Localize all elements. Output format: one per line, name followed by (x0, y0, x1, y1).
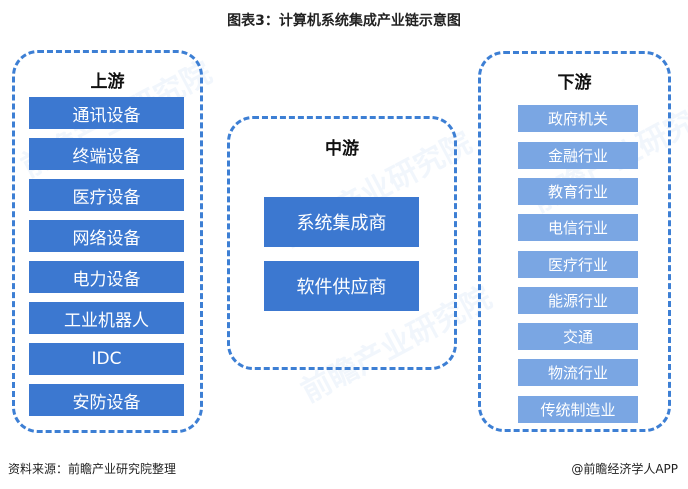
downstream-item: 医疗行业 (518, 251, 638, 278)
downstream-item: 政府机关 (518, 105, 638, 132)
downstream-item: 电信行业 (518, 214, 638, 241)
downstream-item: 能源行业 (518, 287, 638, 314)
figure-title: 图表3：计算机系统集成产业链示意图 (227, 13, 461, 29)
downstream-title: 下游 (557, 73, 592, 93)
upstream-item: 安防设备 (29, 384, 184, 416)
upstream-item: 工业机器人 (29, 302, 184, 334)
source-note: 资料来源：前瞻产业研究院整理 (8, 462, 177, 476)
upstream-item: 终端设备 (29, 138, 184, 170)
upstream-item: 医疗设备 (29, 179, 184, 211)
credit-note: @前瞻经济学人APP (571, 462, 678, 476)
midstream-item: 软件供应商 (264, 261, 419, 311)
midstream-title: 中游 (325, 139, 359, 159)
upstream-title: 上游 (90, 72, 125, 92)
upstream-item: IDC (29, 343, 184, 375)
downstream-item: 金融行业 (518, 142, 638, 169)
midstream-item: 系统集成商 (264, 197, 419, 247)
upstream-item: 电力设备 (29, 261, 184, 293)
downstream-item: 交通 (518, 323, 638, 350)
downstream-group: 下游 (478, 51, 671, 432)
upstream-item: 网络设备 (29, 220, 184, 252)
upstream-group: 上游 (12, 50, 203, 433)
downstream-item: 教育行业 (518, 178, 638, 205)
upstream-item: 通讯设备 (29, 97, 184, 129)
downstream-item: 传统制造业 (518, 396, 638, 423)
midstream-group: 中游 (227, 116, 457, 370)
downstream-item: 物流行业 (518, 359, 638, 386)
